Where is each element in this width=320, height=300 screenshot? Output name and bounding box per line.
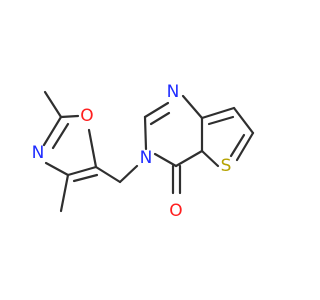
bond-pyr-c4-n3 [153, 152, 178, 168]
bond-linker-2 [118, 164, 139, 184]
molecule-structure-diagram: O N N N S O [32, 82, 255, 221]
bond-thio-c6-s-double [229, 133, 246, 158]
bond-oxazole-c4-c5 [66, 165, 98, 177]
bond-oxazole-n-c4 [44, 161, 70, 177]
bond-oxazole-o-c5 [87, 128, 98, 169]
bond-pyr-c4a-c4 [174, 149, 204, 168]
bond-oxazole-c4-c5-double [72, 173, 99, 183]
pyrimidine-nitrogen-ring-label: N [140, 148, 153, 168]
oxazole-nitrogen-label: N [32, 143, 45, 163]
bond-group [42, 90, 255, 213]
pyrimidine-nitrogen-top-label: N [167, 82, 180, 102]
bond-thio-s-c4a [200, 149, 220, 168]
atom-label-group: O N N N S O [32, 82, 232, 221]
bond-thio-c7-c6 [232, 106, 255, 135]
thiophene-sulfur-label: S [221, 156, 232, 176]
bond-pyr-n1-c7a [181, 94, 204, 120]
oxazole-oxygen-label: O [80, 106, 93, 126]
bond-pyr-c2-n1-double [149, 111, 171, 126]
carbonyl-oxygen-label: O [169, 201, 182, 221]
bond-pyr-n3-c2 [143, 115, 148, 151]
bond-thio-c7a-c7-double [207, 115, 235, 126]
bond-pyr-c2-n1 [143, 101, 170, 119]
bond-thio-c6-s [235, 131, 255, 162]
bond-linker-1 [94, 165, 122, 184]
bond-oxazole-c2-n [42, 115, 63, 147]
bond-methyl-2 [59, 173, 70, 213]
bond-methyl-1 [43, 90, 63, 119]
bond-thio-c7a-c7 [200, 106, 236, 120]
bond-oxazole-c2-n-double [51, 122, 70, 150]
bond-oxazole-c2-o [59, 114, 80, 119]
